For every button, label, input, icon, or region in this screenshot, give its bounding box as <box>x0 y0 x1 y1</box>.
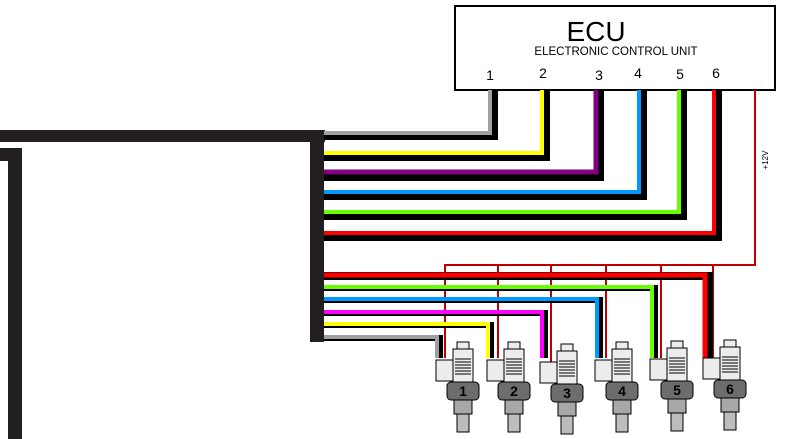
injectors: 1 2 <box>435 339 747 435</box>
wire-5-upper <box>324 90 687 220</box>
ecu-subtitle: ELECTRONIC CONTROL UNIT <box>534 46 697 58</box>
ecu-pin-5-label: 5 <box>676 66 684 82</box>
wire-3-lower <box>324 310 548 358</box>
injector-4-number: 4 <box>618 383 626 399</box>
wire-2-upper <box>324 90 550 161</box>
injector-1-number: 1 <box>459 383 467 399</box>
supply-label: +12V <box>761 150 770 170</box>
wire-1-lower <box>324 335 443 358</box>
ecu-pin-2-label: 2 <box>539 65 547 81</box>
ecu-box: ECU ELECTRONIC CONTROL UNIT 1 2 3 4 5 6 <box>454 5 776 91</box>
injector-3-number: 3 <box>563 385 571 401</box>
injector-6-number: 6 <box>726 381 734 397</box>
injector-5: 5 <box>649 340 694 432</box>
injector-5-number: 5 <box>673 382 681 398</box>
wire-5-lower <box>324 285 658 358</box>
injector-3: 3 <box>539 343 584 435</box>
wire-6-lower <box>324 272 713 358</box>
ecu-title: ECU <box>566 16 625 47</box>
wire-4-lower <box>324 297 603 358</box>
main-harness <box>0 130 325 439</box>
injector-4: 4 <box>594 341 639 433</box>
injector-1: 1 <box>435 341 480 433</box>
injector-6: 6 <box>702 339 747 431</box>
ecu-pin-4-label: 4 <box>634 65 642 81</box>
ecu-pin-1-label: 1 <box>486 67 494 83</box>
injector-wires <box>324 272 713 358</box>
ecu-pin-6-label: 6 <box>712 65 720 81</box>
wire-2-lower <box>324 322 494 358</box>
wire-1-upper <box>324 90 498 140</box>
wire-3-upper <box>324 90 604 181</box>
injector-2-number: 2 <box>510 383 518 399</box>
ecu-pin-3-label: 3 <box>595 67 603 83</box>
ecu-output-wires <box>324 90 722 241</box>
injector-2: 2 <box>486 341 531 433</box>
wire-6-upper <box>324 90 722 241</box>
wire-4-upper <box>324 90 647 200</box>
